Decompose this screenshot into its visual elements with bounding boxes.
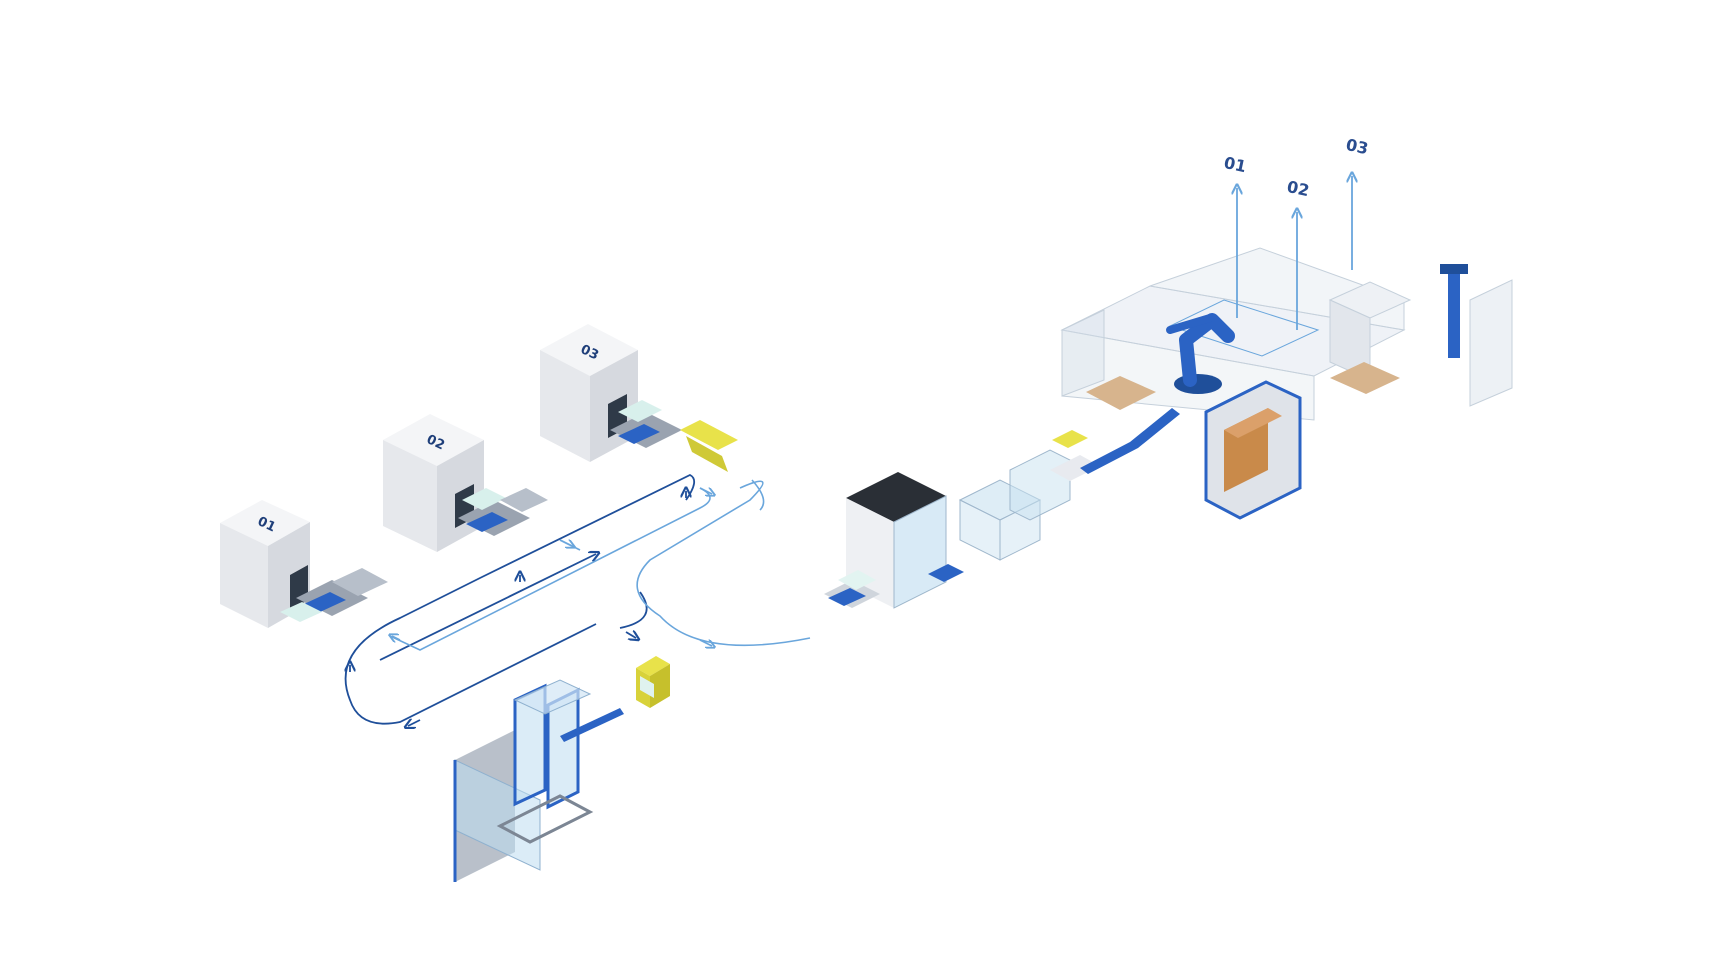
cabinet-top (846, 472, 946, 522)
packing-cabinet (824, 472, 964, 609)
station-02-label: 02 (424, 432, 447, 453)
station-01-top (220, 500, 310, 546)
station-02-left-face (383, 440, 437, 552)
safety-post (1440, 264, 1513, 407)
station-02-side-table (500, 488, 548, 512)
output-arrow-to-line (699, 640, 712, 646)
cabinet-right-glass (893, 495, 947, 609)
yellow-cart-top (636, 656, 670, 676)
loop-arrow-cart (625, 632, 636, 638)
station-02-top (383, 414, 484, 466)
incline-belt (1080, 408, 1180, 474)
output-arrows: 01 02 03 (1222, 135, 1370, 330)
station-03-yellow-rack-base (686, 436, 728, 472)
station-02-box (462, 488, 506, 510)
output-arrow-station-03 (699, 488, 712, 494)
output-merge-curve (751, 479, 765, 511)
robot-arm-links (1179, 313, 1235, 387)
floor-pallet-2 (1330, 362, 1400, 394)
cabinet-infeed-belt (828, 588, 866, 606)
robot-arm (1166, 313, 1235, 394)
incline-accent (1052, 430, 1088, 448)
case-conveyor-module (958, 449, 1100, 561)
loop-arrow-up (379, 554, 596, 661)
station-03-top (540, 324, 638, 376)
output-flow-light (390, 479, 811, 651)
module-guard (1009, 449, 1071, 521)
cell-left-wall (1061, 309, 1105, 397)
yellow-cart-right (650, 664, 670, 708)
robot-base (1174, 374, 1222, 394)
output-label-01: 01 (1222, 153, 1248, 176)
depalletizer-infeed-belt (560, 708, 624, 742)
depalletizer (453, 679, 624, 882)
output-arrow-station-01 (392, 636, 401, 640)
loop-arrow-left (408, 720, 421, 726)
cell-right-panel (1469, 279, 1513, 407)
pallet-magazine (1204, 380, 1302, 520)
station-03: 03 (540, 324, 738, 472)
output-label-03: 03 (1344, 135, 1370, 158)
return-flow-dark (344, 473, 696, 726)
station-01: 01 (220, 500, 388, 628)
yellow-cart (636, 656, 670, 708)
incline-conveyor (1052, 408, 1180, 474)
pallet-stack-top (1224, 408, 1282, 438)
station-01-box (280, 602, 322, 622)
station-03-left-face (540, 350, 590, 462)
palletizer-cell (1060, 247, 1513, 520)
robot-forearm (1166, 314, 1214, 334)
output-label-02: 02 (1285, 177, 1311, 200)
depalletizer-fork (496, 794, 594, 844)
yellow-cart-box (640, 676, 654, 698)
station-03-label: 03 (578, 342, 601, 363)
station-03-conveyor-belt (618, 424, 660, 444)
station-03-box (618, 400, 662, 422)
loop-return-curve (619, 591, 648, 629)
output-arrow-station-02 (559, 540, 572, 546)
station-02: 02 (383, 414, 548, 552)
cabinet-outfeed (928, 564, 964, 582)
safety-post-pillar (1448, 268, 1460, 358)
cell-roller-grid (1168, 299, 1320, 357)
station-01-conveyor-belt (304, 592, 346, 612)
cabinet-box (838, 570, 876, 590)
outer-loop-path (344, 473, 696, 725)
module-tray (1050, 455, 1100, 481)
station-03-yellow-rack (680, 420, 738, 450)
station-01-label: 01 (255, 514, 278, 535)
depalletizer-gantry-top (513, 679, 592, 715)
safety-post-cap (1440, 264, 1468, 274)
station-01-left-face (220, 523, 268, 628)
output-main-path (636, 480, 811, 647)
floor-pallet-1 (1086, 376, 1156, 410)
station-02-conveyor-belt (466, 512, 508, 532)
station-01-side-table (332, 568, 388, 596)
